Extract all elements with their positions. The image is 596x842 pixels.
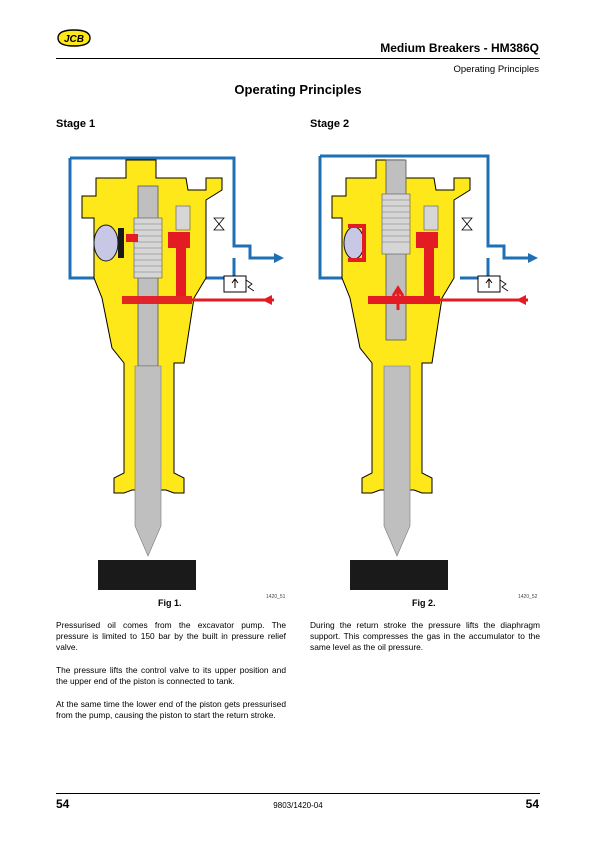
- footer-divider: [56, 793, 540, 794]
- logo-text: JCB: [64, 34, 84, 45]
- stage-2-paragraph: During the return stroke the pressure li…: [310, 620, 540, 652]
- stage-2-heading: Stage 2: [310, 118, 350, 130]
- fig-2-diagram: [318, 154, 538, 590]
- page-number-left: 54: [56, 797, 70, 811]
- stage-1-paragraph: The pressure lifts the control valve to …: [56, 665, 286, 686]
- stage-1-heading: Stage 1: [56, 118, 96, 130]
- document-code: 9803/1420-04: [273, 801, 323, 810]
- stage-1-paragraph: Pressurised oil comes from the excavator…: [56, 620, 286, 652]
- fig-2-reference: 1420_52: [518, 594, 538, 600]
- fig-1-caption: Fig 1.: [158, 598, 182, 608]
- jcb-logo: JCB: [57, 29, 91, 47]
- fig-1-diagram: [68, 156, 284, 590]
- fig-1-reference: 1420_51: [266, 594, 286, 600]
- page-number-right: 54: [525, 797, 539, 811]
- stage-1-paragraph: At the same time the lower end of the pi…: [56, 699, 286, 720]
- section-subtitle: Operating Principles: [453, 64, 539, 75]
- page-title: Operating Principles: [234, 82, 362, 97]
- header-divider: [56, 58, 540, 59]
- fig-2-caption: Fig 2.: [412, 598, 436, 608]
- document-title: Medium Breakers - HM386Q: [380, 41, 539, 55]
